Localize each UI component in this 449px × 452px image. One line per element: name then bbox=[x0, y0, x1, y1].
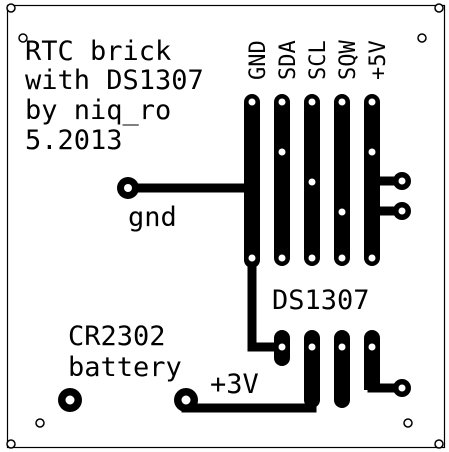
title-line-3: by niq_ro bbox=[25, 95, 171, 126]
mounting-hole bbox=[403, 418, 413, 428]
drill-holes bbox=[65, 98, 406, 405]
mounting-hole bbox=[417, 33, 427, 43]
battery-line-1: CR2302 bbox=[68, 321, 166, 352]
mounting-hole bbox=[434, 3, 444, 13]
pin-label-sqw: SQW bbox=[336, 40, 361, 80]
pin-label-5v: +5V bbox=[366, 40, 391, 80]
mounting-hole bbox=[434, 439, 444, 449]
pin-label-gnd: GND bbox=[246, 40, 271, 80]
pin-labels: GND SDA SCL SQW +5V bbox=[246, 40, 391, 80]
title-block: RTC brick with DS1307 by niq_ro 5.2013 bbox=[25, 36, 204, 156]
v3-label: +3V bbox=[210, 369, 259, 400]
mounting-hole bbox=[35, 418, 45, 428]
title-line-2: with DS1307 bbox=[25, 65, 204, 96]
mounting-hole bbox=[18, 33, 28, 43]
title-line-1: RTC brick bbox=[25, 36, 171, 67]
pin-label-scl: SCL bbox=[306, 40, 331, 80]
chip-label: DS1307 bbox=[272, 285, 370, 316]
board-outline bbox=[6, 4, 446, 449]
mounting-hole bbox=[6, 3, 16, 13]
mounting-hole bbox=[6, 439, 16, 449]
title-line-4: 5.2013 bbox=[25, 125, 123, 156]
battery-line-2: battery bbox=[68, 352, 182, 383]
pin-label-sda: SDA bbox=[276, 40, 301, 80]
gnd-label: gnd bbox=[128, 202, 177, 233]
